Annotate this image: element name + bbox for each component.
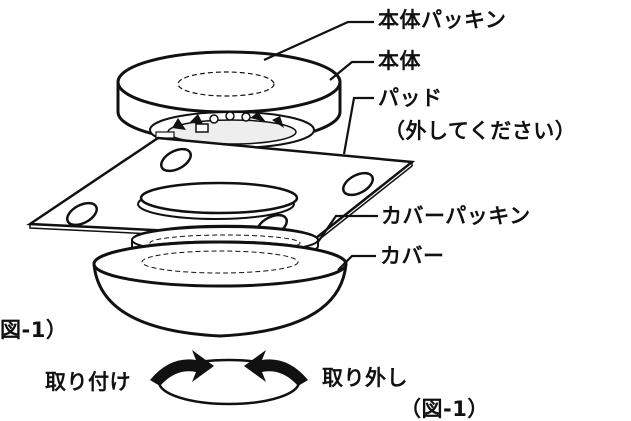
remove-arrow-icon [244, 350, 308, 386]
label-cover: カバー [380, 244, 445, 268]
label-pad-note: （外してください） [384, 119, 577, 143]
rotation-indicator [150, 350, 308, 406]
leader-lines [263, 20, 378, 271]
body-packing-part [177, 71, 275, 97]
pad-center-disc [137, 181, 299, 220]
attach-arrow-icon [150, 350, 214, 386]
label-pad: パッド [378, 86, 443, 110]
label-remove: 取り外し [322, 366, 408, 390]
label-cover-packing: カバーパッキン [381, 204, 531, 228]
label-body: 本体 [378, 49, 421, 73]
cover-part [92, 240, 348, 338]
label-attach: 取り付け [45, 370, 131, 394]
label-body-packing: 本体パッキン [378, 8, 507, 32]
label-figure-ref-left: 図-1） [0, 318, 68, 342]
label-figure-ref: （図-1） [400, 397, 489, 421]
